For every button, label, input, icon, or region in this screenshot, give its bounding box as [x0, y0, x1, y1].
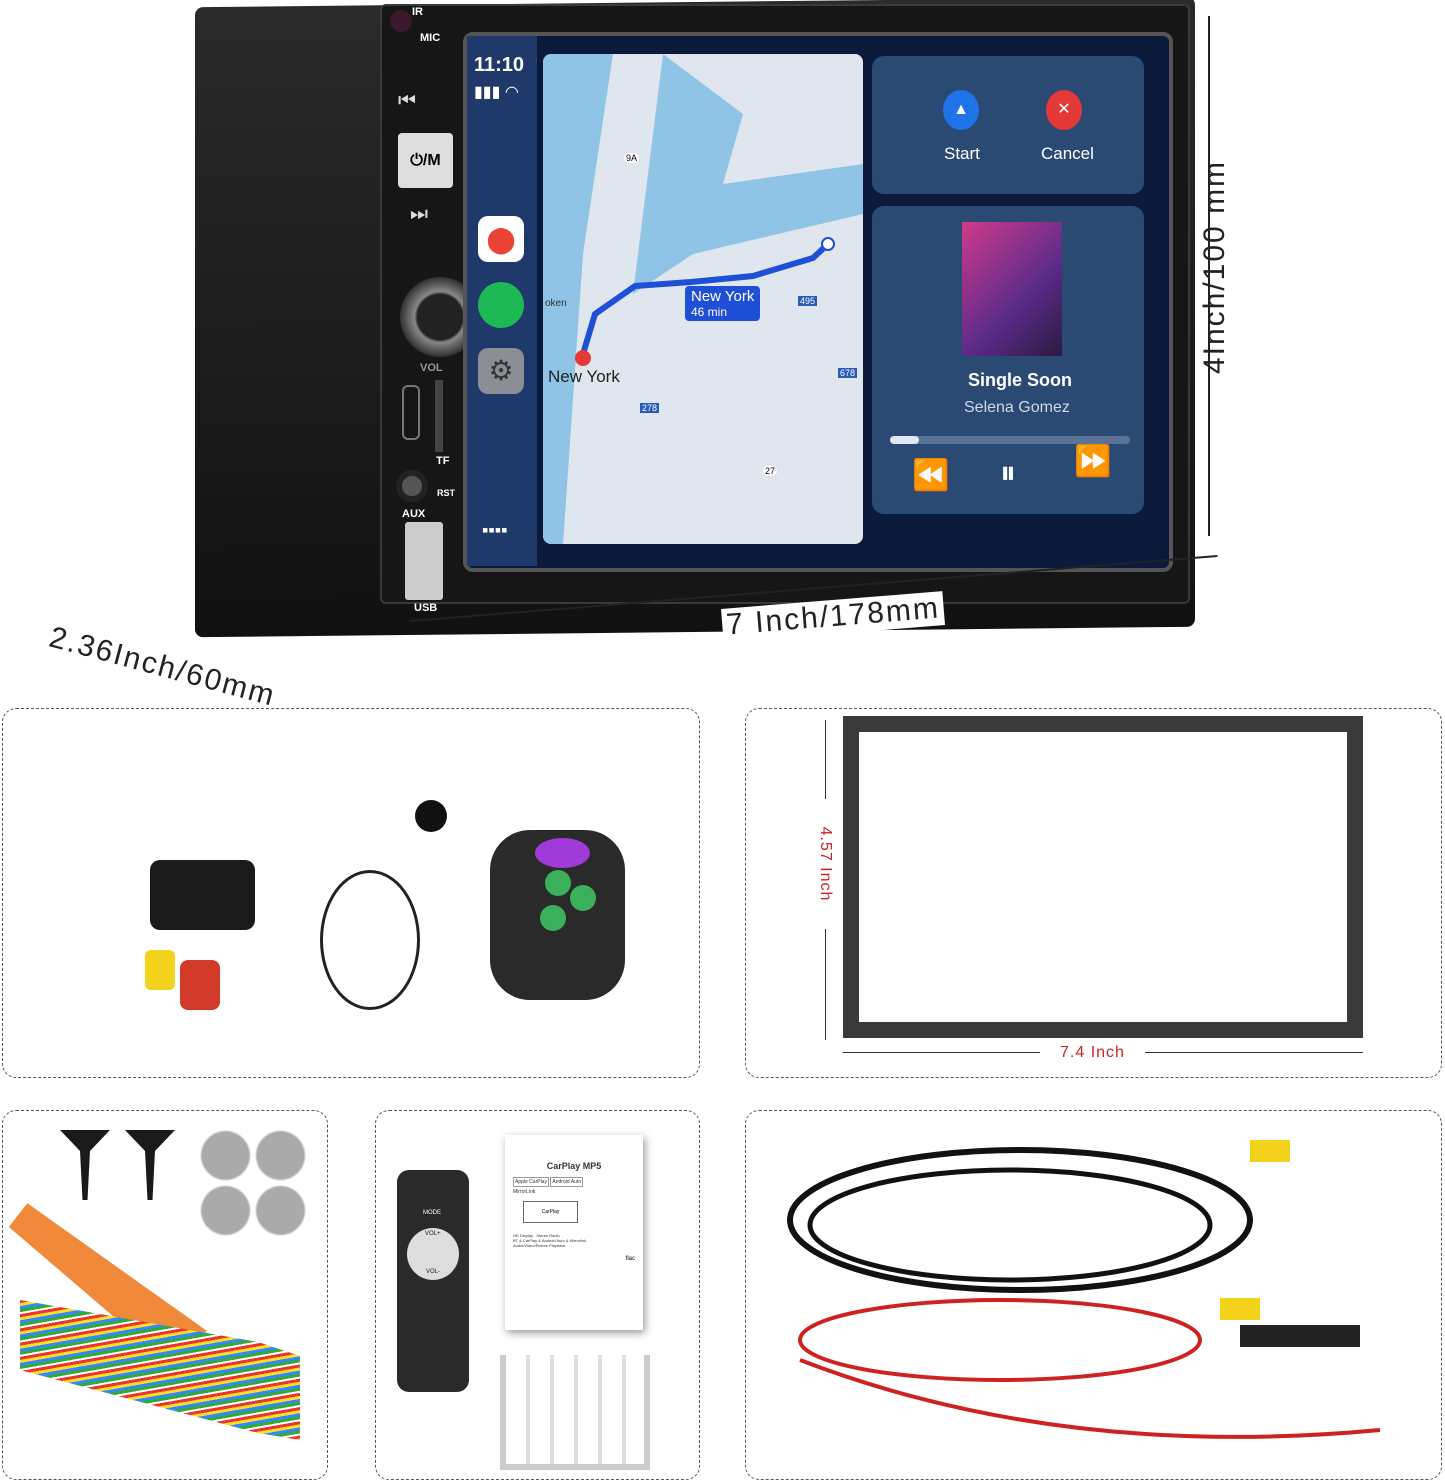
rca-yellow-connector	[1250, 1140, 1290, 1162]
remote-vol-up-label: VOL+	[425, 1231, 441, 1237]
tf-slot	[435, 380, 443, 452]
manual-remote-box	[375, 1110, 700, 1480]
frame-width-label: 7.4 Inch	[1040, 1044, 1145, 1062]
external-microphone	[320, 870, 420, 1010]
app-grid-icon[interactable]: ▪▪▪▪	[482, 520, 508, 540]
track-title: Single Soon	[968, 370, 1073, 390]
extension-cable-box	[745, 1110, 1442, 1480]
signal-wifi-icon: ▮▮▮ ◠	[474, 84, 519, 101]
manual-flac-label: flac	[625, 1256, 635, 1262]
manual-badge: Apple CarPlay	[513, 1177, 549, 1187]
tf-label: TF	[436, 455, 450, 467]
map-graphic	[543, 54, 863, 544]
vol-label: VOL	[420, 362, 443, 374]
camera-red-connector	[180, 960, 220, 1010]
microphone-head	[415, 800, 447, 832]
fast-forward-button[interactable]: ⏩	[1074, 445, 1112, 478]
ir-remote-control: MODE VOL+ VOL-	[397, 1170, 469, 1392]
playback-progress-bar[interactable]	[890, 436, 1130, 444]
manual-badge: Android Auto	[550, 1177, 583, 1187]
route-sign: 27	[763, 466, 778, 476]
remote-green-button	[545, 870, 571, 896]
navigation-card	[872, 56, 1144, 194]
height-dimension-line	[1208, 16, 1210, 536]
aux-label: AUX	[402, 508, 426, 520]
manual-title: CarPlay MP5	[546, 1161, 602, 1171]
cancel-button[interactable]: Cancel	[1041, 144, 1094, 163]
hardware-box	[2, 1110, 328, 1480]
route-sign: 678	[838, 368, 858, 378]
manual-badge: MirrorLink	[513, 1189, 536, 1195]
steering-wheel-remote	[490, 830, 625, 1000]
usb-label: USB	[414, 602, 438, 614]
remote-led-icon	[535, 838, 590, 868]
remote-vol-down-label: VOL-	[426, 1269, 441, 1275]
bolts	[198, 1128, 308, 1238]
playback-progress-fill	[890, 436, 919, 444]
album-art	[962, 222, 1062, 356]
route-sign: 495	[798, 296, 818, 306]
start-button[interactable]: Start	[944, 144, 980, 163]
frame-box	[745, 708, 1442, 1078]
height-dimension-label: 4Inch/100 mm	[1198, 159, 1231, 375]
remote-green-button	[540, 905, 566, 931]
route-eta: 46 min	[691, 305, 728, 319]
map-city-label: New York	[548, 367, 620, 386]
manual-feature: HD Display , Stereo Radio	[513, 1233, 560, 1238]
start-navigation-icon[interactable]: ▲	[943, 90, 979, 130]
prev-track-button[interactable]: ⏮	[398, 90, 416, 112]
manual-screen-label: CarPlay	[523, 1201, 578, 1223]
rca-yellow-connector	[1220, 1298, 1260, 1320]
pause-button[interactable]: ⏸	[1000, 454, 1017, 490]
remote-dpad	[407, 1228, 459, 1280]
track-artist: Selena Gomez	[964, 399, 1070, 416]
map-place-label: oken	[545, 298, 567, 309]
manual-feature: BT & CarPlay & Android Auto & Mirrorlink	[513, 1238, 587, 1243]
route-sign: 278	[640, 403, 660, 413]
next-track-button[interactable]: ⏭	[410, 203, 428, 225]
extension-cable	[787, 1140, 1381, 1439]
google-maps-icon[interactable]: ⬤	[478, 216, 524, 262]
settings-icon[interactable]: ⚙	[478, 348, 524, 394]
trim-frame	[843, 716, 1363, 1038]
camera-yellow-connector	[145, 950, 175, 990]
remote-mode-label: MODE	[423, 1210, 441, 1216]
remote-green-button	[570, 885, 596, 911]
frame-height-label: 4.57 Inch	[816, 799, 834, 929]
manual-feature: Audio/Video/Picture Playback	[513, 1243, 566, 1248]
clock: 11:10	[474, 54, 525, 76]
usb-port	[405, 522, 443, 600]
ir-label: IR	[412, 6, 423, 18]
spotify-icon[interactable]	[478, 282, 524, 328]
dc-power-connector	[1240, 1325, 1360, 1347]
accessories-box	[2, 708, 700, 1078]
cancel-navigation-icon[interactable]: ✕	[1046, 90, 1082, 130]
mic-label: MIC	[420, 32, 441, 44]
route-callout: New York 46 min	[685, 286, 761, 321]
rst-label: RST	[437, 488, 455, 498]
route-destination: New York	[691, 288, 755, 305]
rewind-button[interactable]: ⏪	[912, 459, 950, 492]
power-mode-button[interactable]: ⏻/M	[398, 133, 453, 188]
user-manual: CarPlay MP5 Apple CarPlay Android Auto M…	[505, 1135, 643, 1330]
route-sign: 9A	[624, 153, 640, 163]
mounting-brackets	[500, 1355, 650, 1470]
usb-c-port	[402, 385, 420, 440]
backup-camera	[150, 860, 255, 930]
ir-sensor	[390, 10, 412, 32]
aux-port	[396, 470, 428, 502]
